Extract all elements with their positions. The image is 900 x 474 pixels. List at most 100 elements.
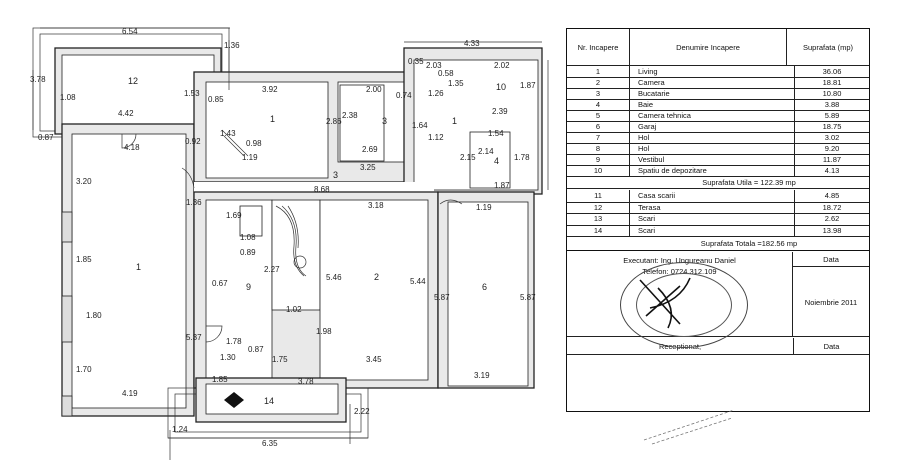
cell-area: 4.85 <box>824 191 840 201</box>
svg-text:1.53: 1.53 <box>184 89 200 98</box>
svg-text:1.43: 1.43 <box>220 129 236 138</box>
cell-nr: 3 <box>567 88 630 99</box>
svg-text:1.26: 1.26 <box>428 89 444 98</box>
cell-area: 3.02 <box>824 133 840 142</box>
cell-name: Scari <box>630 213 795 225</box>
svg-text:0.87: 0.87 <box>248 345 264 354</box>
svg-text:1.87: 1.87 <box>494 181 510 190</box>
cell-nr: 9 <box>567 154 630 165</box>
stamp-seal-inner <box>636 273 732 337</box>
cell-name: Hol <box>630 143 795 154</box>
room-number: 10 <box>496 82 506 92</box>
svg-text:1.24: 1.24 <box>172 425 188 434</box>
svg-text:2.02: 2.02 <box>494 61 510 70</box>
cell-nr: 11 <box>567 190 630 202</box>
cell-area: 18.81 <box>822 78 842 87</box>
svg-text:3.18: 3.18 <box>368 201 384 210</box>
cell-area: 11.87 <box>822 155 842 164</box>
cell-area: 10.80 <box>822 89 842 98</box>
stair-drawing <box>275 205 307 277</box>
room-area-table: Nr. Incapere Denumire Incapere Suprafata… <box>566 28 870 412</box>
header-name: Denumire Incapere <box>630 29 787 65</box>
svg-text:3.20: 3.20 <box>76 177 92 186</box>
cell-area: 3.88 <box>824 100 840 109</box>
svg-text:5.46: 5.46 <box>326 273 342 282</box>
cell-area: 4.13 <box>824 166 840 175</box>
cell-name: Spatiu de depozitare <box>630 165 795 176</box>
svg-text:0.74: 0.74 <box>396 91 412 100</box>
room-number: 4 <box>494 156 499 166</box>
cell-nr: 8 <box>567 143 630 154</box>
header-nr: Nr. Incapere <box>567 29 630 65</box>
svg-text:1.85: 1.85 <box>76 255 92 264</box>
svg-text:1.19: 1.19 <box>242 153 258 162</box>
dimension-labels: 6.54 1.36 3.78 1.08 0.87 4.42 1.53 4.18 … <box>30 27 536 448</box>
svg-text:1.35: 1.35 <box>448 79 464 88</box>
svg-text:5.37: 5.37 <box>186 333 202 342</box>
cell-nr: 4 <box>567 99 630 110</box>
svg-text:5.87: 5.87 <box>434 293 450 302</box>
svg-text:1.85: 1.85 <box>212 375 228 384</box>
table-header-row: Nr. Incapere Denumire Incapere Suprafata… <box>567 29 869 66</box>
svg-text:1.54: 1.54 <box>488 129 504 138</box>
cell-nr: 12 <box>567 201 630 213</box>
room-number: 14 <box>264 396 274 406</box>
cell-name: Bucatarie <box>630 88 795 99</box>
svg-text:0.58: 0.58 <box>438 69 454 78</box>
room-number: 3 <box>382 116 387 126</box>
svg-text:1.02: 1.02 <box>286 305 302 314</box>
svg-text:6.35: 6.35 <box>262 439 278 448</box>
cell-area: 2.62 <box>824 214 840 224</box>
svg-text:2.22: 2.22 <box>354 407 370 416</box>
svg-text:1.78: 1.78 <box>226 337 242 346</box>
svg-text:4.42: 4.42 <box>118 109 134 118</box>
svg-text:0.35: 0.35 <box>408 57 424 66</box>
cell-name: Scari <box>630 224 795 236</box>
svg-text:3.78: 3.78 <box>298 377 314 386</box>
svg-text:4.33: 4.33 <box>464 39 480 48</box>
cell-name: Hol <box>630 132 795 143</box>
svg-text:1.19: 1.19 <box>476 203 492 212</box>
stamp-seal <box>620 262 748 348</box>
svg-text:2.15: 2.15 <box>460 153 476 162</box>
svg-text:0.87: 0.87 <box>38 133 54 142</box>
cell-name: Camera <box>630 77 795 88</box>
svg-text:1.30: 1.30 <box>220 353 236 362</box>
svg-text:2.38: 2.38 <box>342 111 358 120</box>
floor-plan: 12 1 1 3 1 4 10 3 2 6 9 14 6.54 1.36 3.7… <box>30 27 549 460</box>
stamp-text-smudge <box>643 409 735 445</box>
svg-text:5.44: 5.44 <box>410 277 426 286</box>
room-number: 12 <box>128 76 138 86</box>
signature <box>639 277 691 329</box>
room-numbers: 12 1 1 3 1 4 10 3 2 6 9 14 <box>128 76 506 406</box>
svg-text:1.80: 1.80 <box>86 311 102 320</box>
svg-text:1.36: 1.36 <box>224 41 240 50</box>
room-number: 1 <box>452 116 457 126</box>
room-number: 1 <box>270 114 275 124</box>
svg-text:1.87: 1.87 <box>520 81 536 90</box>
svg-text:2.86: 2.86 <box>326 117 342 126</box>
svg-text:2.27: 2.27 <box>264 265 280 274</box>
cell-name: Garaj <box>630 121 795 132</box>
date-label-2: Data <box>823 341 840 351</box>
svg-text:4.19: 4.19 <box>122 389 138 398</box>
subtotal-row: Suprafata Utila = 122.39 mp <box>567 176 869 189</box>
svg-text:3.25: 3.25 <box>360 163 376 172</box>
svg-text:8.68: 8.68 <box>314 185 330 194</box>
date-value: Noiembrie 2011 <box>804 298 858 307</box>
room-number: 9 <box>246 282 251 292</box>
cell-nr: 6 <box>567 121 630 132</box>
svg-text:1.69: 1.69 <box>226 211 242 220</box>
total-row: Suprafata Totala =182.56 mp <box>567 236 869 251</box>
